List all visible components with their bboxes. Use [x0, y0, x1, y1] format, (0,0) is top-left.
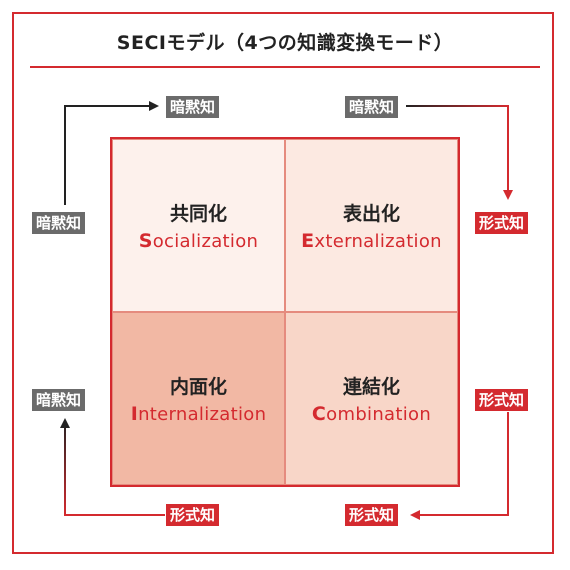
quadrant-socialization: 共同化 Socialization: [112, 139, 285, 312]
quadrant-externalization-jp: 表出化: [342, 203, 400, 225]
quadrant-internalization-en: Internalization: [131, 403, 267, 425]
label-bottom-right-explicit: 形式知: [345, 504, 399, 526]
combination-rest: ombination: [326, 404, 432, 425]
internalization-initial: I: [130, 403, 139, 425]
outer-frame: [12, 12, 554, 554]
externalization-initial: E: [301, 230, 315, 252]
quadrant-internalization-jp: 内面化: [169, 376, 227, 398]
arrow-combination-to-internalization: [410, 412, 509, 520]
label-left-lower-tacit: 暗黙知: [32, 389, 86, 411]
quadrant-combination-en: Combination: [312, 403, 431, 425]
quadrant-internalization: 内面化 Internalization: [112, 312, 285, 485]
socialization-rest: ocialization: [152, 231, 259, 252]
seci-matrix: 共同化 Socialization 表出化 Externalization 内面…: [110, 137, 460, 487]
label-right-lower-explicit: 形式知: [475, 389, 529, 411]
label-right-upper-explicit: 形式知: [475, 212, 529, 234]
externalization-rest: xternalization: [314, 231, 442, 252]
socialization-initial: S: [138, 230, 153, 252]
quadrant-combination: 連結化 Combination: [285, 312, 458, 485]
internalization-rest: nternalization: [138, 404, 267, 425]
title-divider: [30, 66, 540, 68]
diagram-title: SECIモデル（4つの知識変換モード）: [116, 32, 454, 54]
quadrant-externalization: 表出化 Externalization: [285, 139, 458, 312]
quadrant-combination-jp: 連結化: [342, 376, 400, 398]
label-left-upper-tacit: 暗黙知: [32, 212, 86, 234]
arrow-externalization-out: [406, 105, 513, 200]
quadrant-socialization-en: Socialization: [139, 230, 259, 252]
label-bottom-left-explicit: 形式知: [166, 504, 220, 526]
label-top-right-tacit: 暗黙知: [345, 96, 399, 118]
arrow-internalization-out: [60, 418, 165, 516]
quadrant-socialization-jp: 共同化: [169, 203, 227, 225]
combination-initial: C: [311, 403, 327, 425]
arrow-socialization-to-externalization: [64, 101, 159, 205]
quadrant-externalization-en: Externalization: [301, 230, 442, 252]
label-top-left-tacit: 暗黙知: [166, 96, 220, 118]
